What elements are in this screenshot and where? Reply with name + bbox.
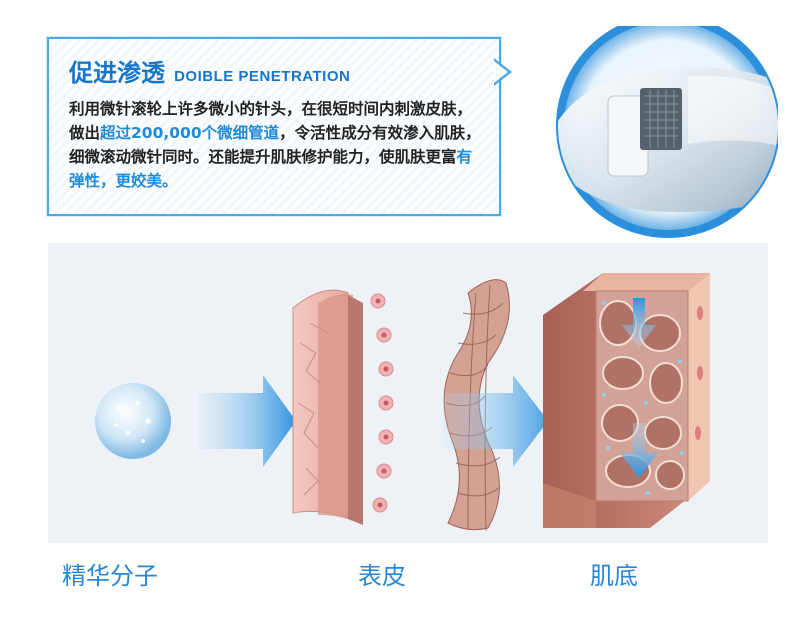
callout-title: 促进渗透 DOIBLE PENETRATION bbox=[69, 53, 350, 88]
paragraph-highlight-2: 有弹性，更姣美。 bbox=[69, 148, 473, 190]
label-essence-molecule: 精华分子 bbox=[62, 562, 158, 590]
essence-molecule bbox=[95, 383, 171, 459]
penetration-diagram bbox=[95, 273, 710, 532]
callout-box: 促进渗透 DOIBLE PENETRATION 利用微针滚轮上许多微小的针头，在… bbox=[47, 37, 501, 216]
dermis-block bbox=[543, 273, 710, 528]
upward-arrow bbox=[622, 298, 656, 348]
flow-arrow-2 bbox=[443, 375, 548, 467]
epidermis-cells bbox=[370, 293, 394, 513]
paragraph-highlight-1: 超过200,000个微细管道 bbox=[100, 124, 280, 142]
paragraph-part-1: 利用微针滚轮上许多微小的针头，在很短时间内刺激皮肤，做出 bbox=[69, 100, 473, 142]
microneedle-roller-image bbox=[556, 26, 778, 238]
callout-paragraph: 利用微针滚轮上许多微小的针头，在很短时间内刺激皮肤，做出超过200,000个微细… bbox=[69, 97, 484, 193]
downward-arrow bbox=[620, 423, 658, 478]
title-chinese: 促进渗透 bbox=[69, 59, 165, 87]
paragraph-part-2: ，令活性成分有效渗入肌肤，细微滚动微针同时。还能提升肌肤修护能力，使肌肤更富 bbox=[69, 124, 481, 166]
roller-highlight bbox=[688, 75, 778, 146]
label-dermis: 肌底 bbox=[590, 562, 638, 590]
needle-head bbox=[640, 88, 682, 150]
flow-arrow-1 bbox=[198, 375, 296, 467]
callout-tail-inner bbox=[494, 61, 508, 83]
title-english: DOIBLE PENETRATION bbox=[174, 68, 351, 85]
label-epidermis: 表皮 bbox=[358, 562, 406, 590]
